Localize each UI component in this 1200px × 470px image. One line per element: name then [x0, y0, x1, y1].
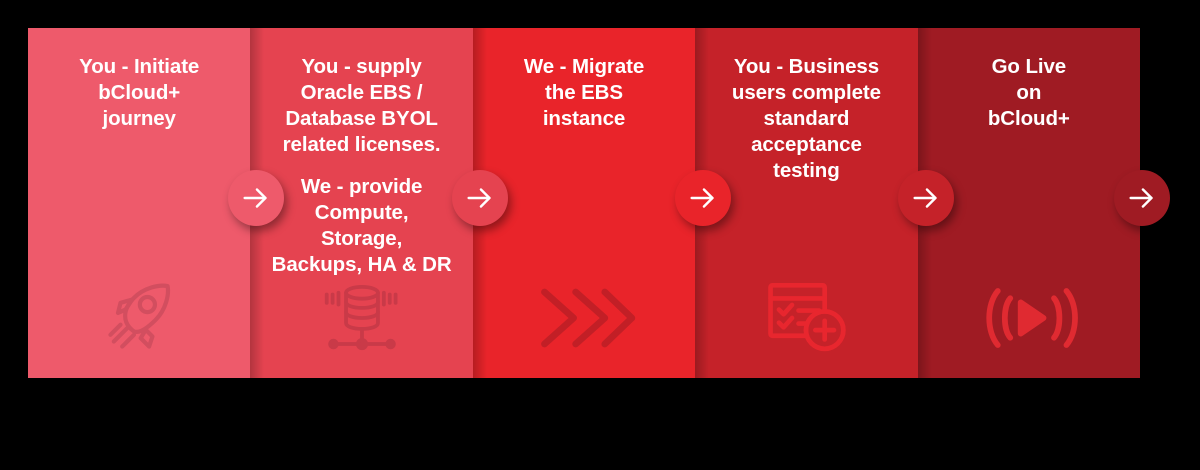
process-step-4-body: You - Business users complete standard a… [695, 28, 917, 378]
process-step-3-text: We - Migrate the EBS instance [482, 54, 687, 132]
arrow-right-icon [1129, 188, 1153, 208]
process-step-4[interactable]: You - Business users complete standard a… [695, 28, 918, 378]
arrow-right-icon [467, 188, 491, 208]
rocket-icon [87, 276, 191, 360]
process-step-3[interactable]: We - Migrate the EBS instance [472, 28, 696, 378]
process-step-3-text-primary: We - Migrate the EBS instance [523, 55, 645, 131]
process-step-1-body: You - Initiate bCloud+ journey [28, 28, 250, 378]
connector-arrow-5[interactable] [1114, 170, 1170, 226]
process-step-2-body: You - supply Oracle EBS / Database BYOL … [250, 28, 472, 378]
process-step-strip: You - Initiate bCloud+ journey [28, 28, 1141, 378]
checklist-add-icon [754, 276, 858, 360]
process-step-4-text: You - Business users complete standard a… [704, 54, 909, 184]
connector-arrow-3[interactable] [675, 170, 731, 226]
triple-chevron-icon [532, 276, 636, 360]
process-step-2-text-secondary: We - provide Compute, Storage, Backups, … [271, 175, 452, 277]
database-network-icon [310, 276, 414, 360]
process-step-2-text-primary: You - supply Oracle EBS / Database BYOL … [282, 55, 441, 157]
process-step-5-text-primary: Go Live on bCloud+ [987, 55, 1070, 131]
process-step-5-text: Go Live on bCloud+ [927, 54, 1132, 132]
process-step-1[interactable]: You - Initiate bCloud+ journey [28, 28, 251, 378]
process-step-5-body: Go Live on bCloud+ [918, 28, 1140, 378]
process-step-2[interactable]: You - supply Oracle EBS / Database BYOL … [250, 28, 473, 378]
arrow-right-icon [690, 188, 714, 208]
process-step-4-text-primary: You - Business users complete standard a… [731, 55, 881, 183]
process-step-3-body: We - Migrate the EBS instance [473, 28, 695, 378]
broadcast-live-icon [977, 276, 1081, 360]
connector-arrow-4[interactable] [898, 170, 954, 226]
process-step-1-text-primary: You - Initiate bCloud+ journey [79, 55, 200, 131]
arrow-right-icon [913, 188, 937, 208]
process-step-2-text: You - supply Oracle EBS / Database BYOL … [259, 54, 464, 278]
connector-arrow-1[interactable] [228, 170, 284, 226]
process-step-5[interactable]: Go Live on bCloud+ [917, 28, 1141, 378]
process-step-1-text: You - Initiate bCloud+ journey [37, 54, 242, 132]
connector-arrow-2[interactable] [452, 170, 508, 226]
arrow-right-icon [243, 188, 267, 208]
